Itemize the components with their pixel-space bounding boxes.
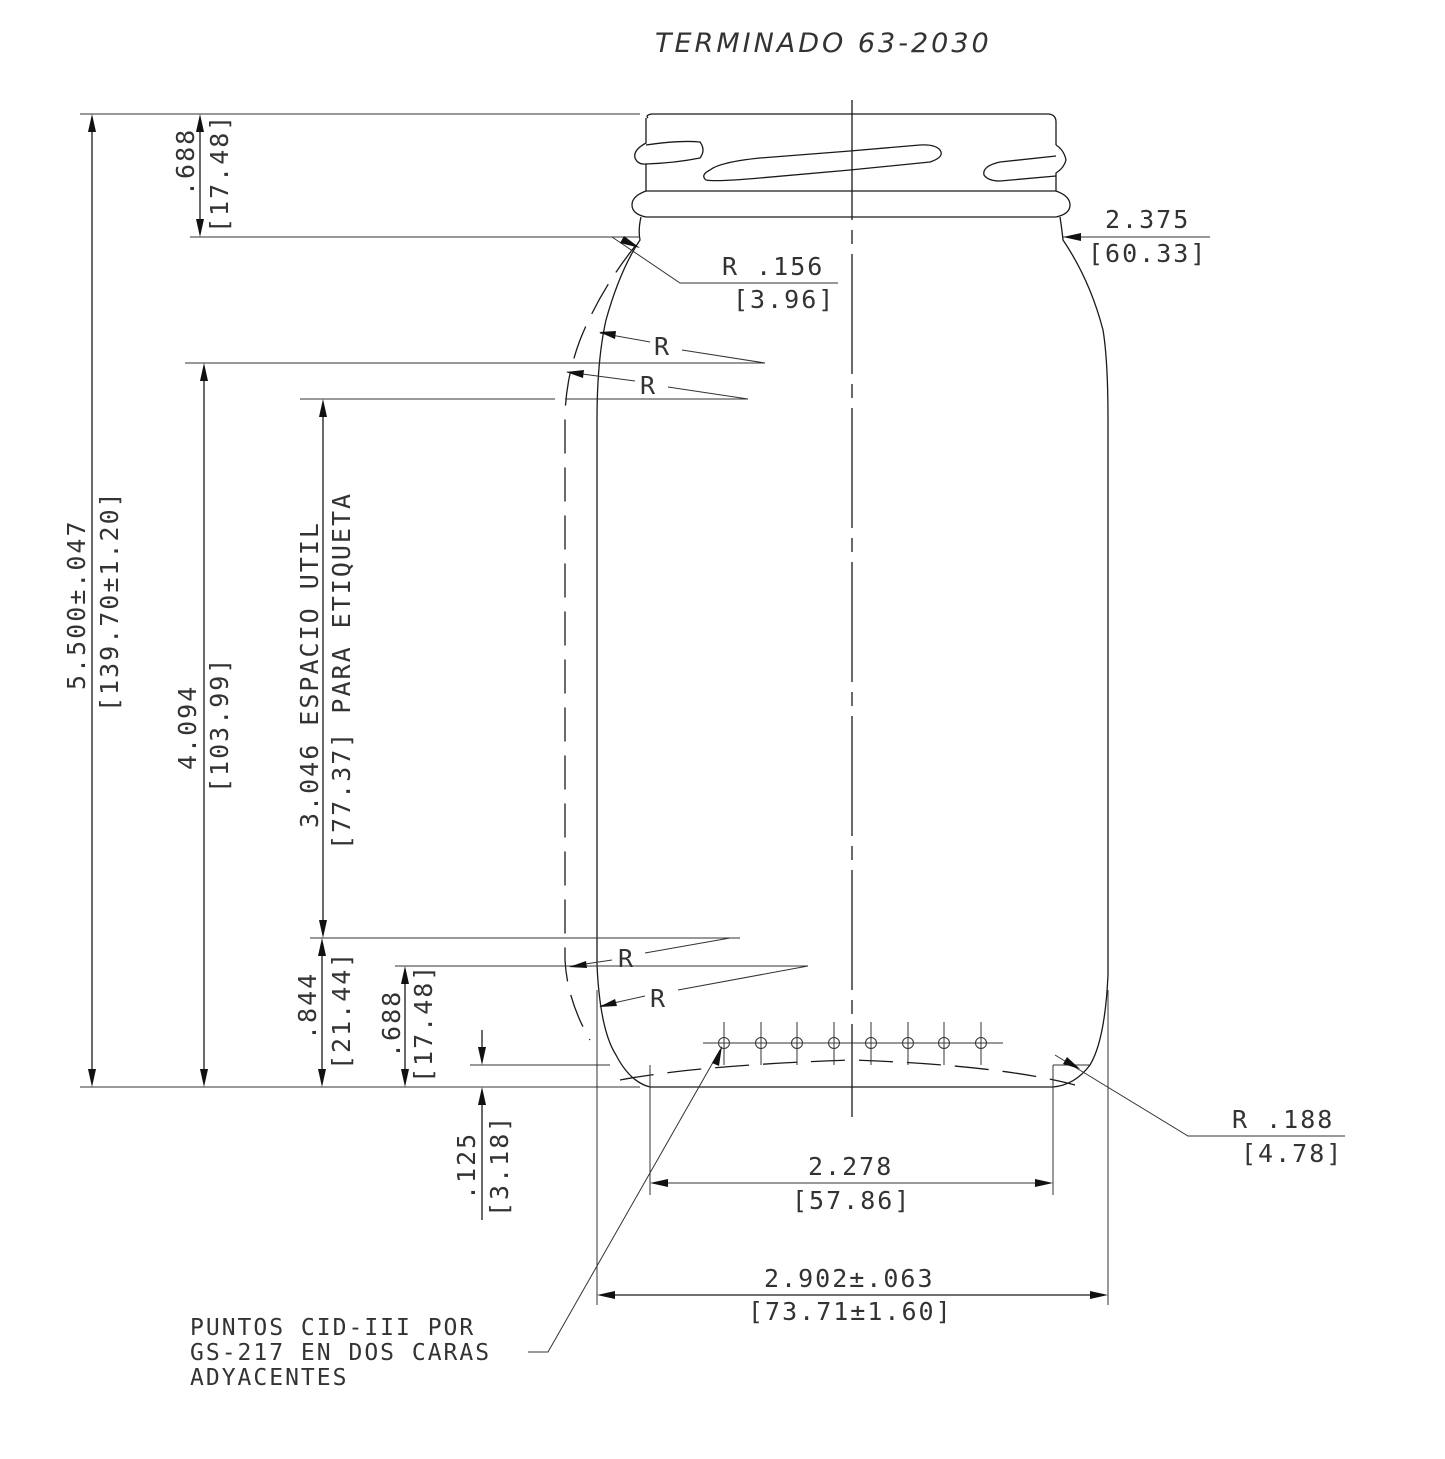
- svg-text:[4.78]: [4.78]: [1241, 1139, 1343, 1168]
- cid-point: [975, 1022, 987, 1065]
- svg-text:[77.37] PARA ETIQUETA: [77.37] PARA ETIQUETA: [327, 492, 356, 850]
- svg-text:.844: .844: [293, 972, 322, 1040]
- radius-leader-upper-2: R: [566, 370, 749, 400]
- cid-point: [718, 1022, 730, 1065]
- svg-text:[17.48]: [17.48]: [409, 964, 438, 1083]
- dim-push-up: .125 [3.18]: [452, 1030, 514, 1220]
- radius-leader-lower-1: R: [569, 937, 731, 973]
- svg-text:[3.18]: [3.18]: [485, 1115, 514, 1217]
- dim-heel-outer: .844 [21.44]: [293, 938, 356, 1087]
- svg-text:.125: .125: [452, 1132, 481, 1200]
- cid-point: [755, 1022, 767, 1065]
- svg-text:R: R: [650, 984, 667, 1013]
- dim-overall-height: 5.500±.047 [139.70±1.20]: [62, 114, 124, 1087]
- drawing-title: TERMINADO 63-2030: [655, 28, 992, 59]
- cid-point: [828, 1022, 840, 1065]
- svg-text:[139.70±1.20]: [139.70±1.20]: [95, 490, 124, 712]
- svg-text:[103.99]: [103.99]: [205, 657, 234, 793]
- svg-text:[3.96]: [3.96]: [733, 285, 835, 314]
- svg-text:[21.44]: [21.44]: [327, 951, 356, 1070]
- note-line-1: PUNTOS CID-III POR: [190, 1315, 475, 1341]
- svg-text:[60.33]: [60.33]: [1088, 239, 1207, 268]
- note-line-2: GS-217 EN DOS CARAS: [190, 1340, 491, 1366]
- radius-leader-lower-2: R: [599, 965, 809, 1013]
- svg-text:R .188: R .188: [1232, 1105, 1334, 1134]
- cid-point: [791, 1022, 803, 1065]
- note-line-3: ADYACENTES: [190, 1365, 348, 1391]
- svg-text:R: R: [654, 332, 671, 361]
- dim-heel-inner: .688 [17.48]: [377, 964, 438, 1087]
- dim-neck-radius: R .156 [3.96]: [611, 236, 838, 314]
- svg-text:2.375: 2.375: [1105, 205, 1190, 234]
- svg-text:R: R: [618, 944, 635, 973]
- radius-leader-upper-1: R: [599, 331, 766, 364]
- svg-text:4.094: 4.094: [173, 685, 202, 770]
- svg-text:[57.86]: [57.86]: [792, 1186, 911, 1215]
- svg-text:5.500±.047: 5.500±.047: [62, 519, 91, 690]
- dim-finish-height: .688 [17.48]: [171, 114, 234, 237]
- svg-text:R: R: [640, 371, 657, 400]
- dim-label-space: 3.046 ESPACIO UTIL [77.37] PARA ETIQUETA: [295, 399, 356, 938]
- cid-point: [902, 1022, 914, 1065]
- svg-text:2.902±.063: 2.902±.063: [764, 1264, 935, 1293]
- extension-lines: [80, 113, 1210, 1305]
- jar-outline: [596, 113, 1109, 1088]
- svg-text:[73.71±1.60]: [73.71±1.60]: [748, 1297, 953, 1326]
- cid-point: [938, 1022, 950, 1065]
- hidden-outline: [564, 244, 1076, 1086]
- svg-text:.688: .688: [171, 128, 200, 196]
- dim-neck-diameter: 2.375 [60.33]: [1063, 205, 1207, 268]
- dim-shoulder-height: 4.094 [103.99]: [173, 363, 234, 1087]
- svg-text:3.046 ESPACIO UTIL: 3.046 ESPACIO UTIL: [295, 521, 324, 828]
- cid-point: [865, 1022, 877, 1065]
- dim-body-diameter: 2.902±.063 [73.71±1.60]: [597, 1264, 1108, 1326]
- svg-text:.688: .688: [377, 990, 406, 1058]
- dim-heel-radius: R .188 [4.78]: [1054, 1054, 1345, 1168]
- cid-note: PUNTOS CID-III POR GS-217 EN DOS CARAS A…: [190, 1046, 722, 1391]
- svg-text:2.278: 2.278: [808, 1152, 893, 1181]
- svg-text:R .156: R .156: [722, 252, 824, 281]
- cid-points: [703, 1022, 1003, 1065]
- svg-text:[17.48]: [17.48]: [205, 114, 234, 233]
- dim-base-diameter: 2.278 [57.86]: [650, 1152, 1053, 1215]
